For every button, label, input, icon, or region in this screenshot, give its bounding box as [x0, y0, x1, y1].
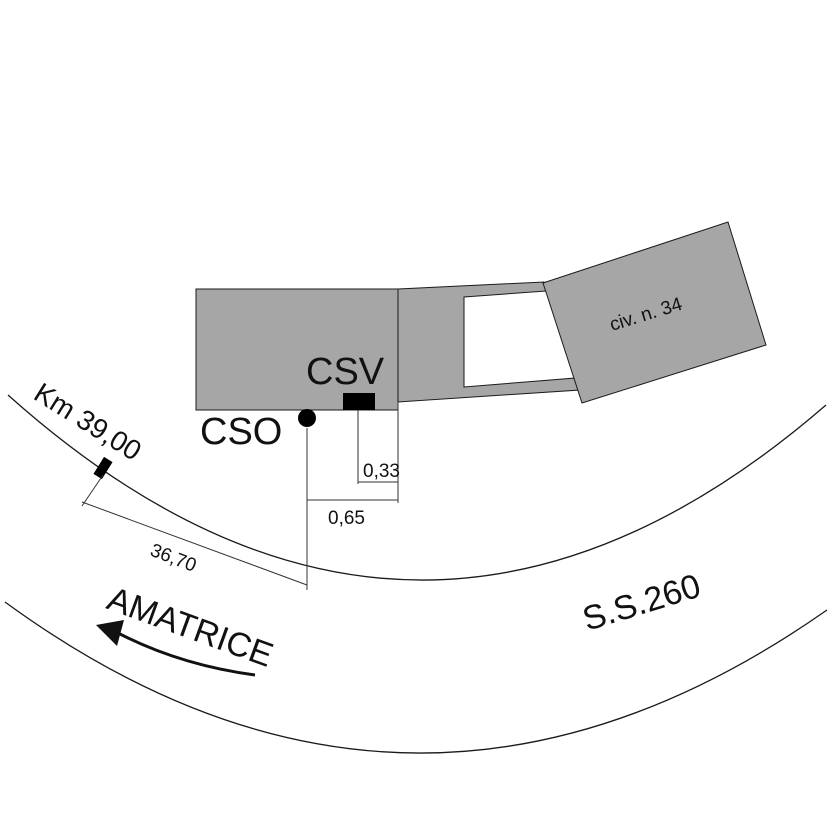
road-edge-upper [7, 394, 827, 581]
km-marker [93, 456, 113, 480]
cso-marker [298, 409, 316, 427]
csv-marker [343, 393, 375, 410]
direction-arrow [117, 631, 256, 677]
road-name-label: S.S.260 [578, 567, 705, 639]
arrow-head-icon [96, 620, 124, 646]
building-civic-34 [542, 221, 767, 404]
road-edge-lower [4, 601, 827, 754]
dimension-label-0-65: 0,65 [328, 508, 365, 529]
dimension-label-36-70: 36,70 [147, 540, 199, 577]
dimension-label-0-33: 0,33 [363, 461, 400, 482]
cso-label: CSO [200, 411, 282, 453]
dimension-lines [81, 402, 399, 590]
csv-label: CSV [306, 351, 385, 393]
building-block [195, 221, 767, 411]
km-label: Km 39,00 [29, 377, 147, 467]
